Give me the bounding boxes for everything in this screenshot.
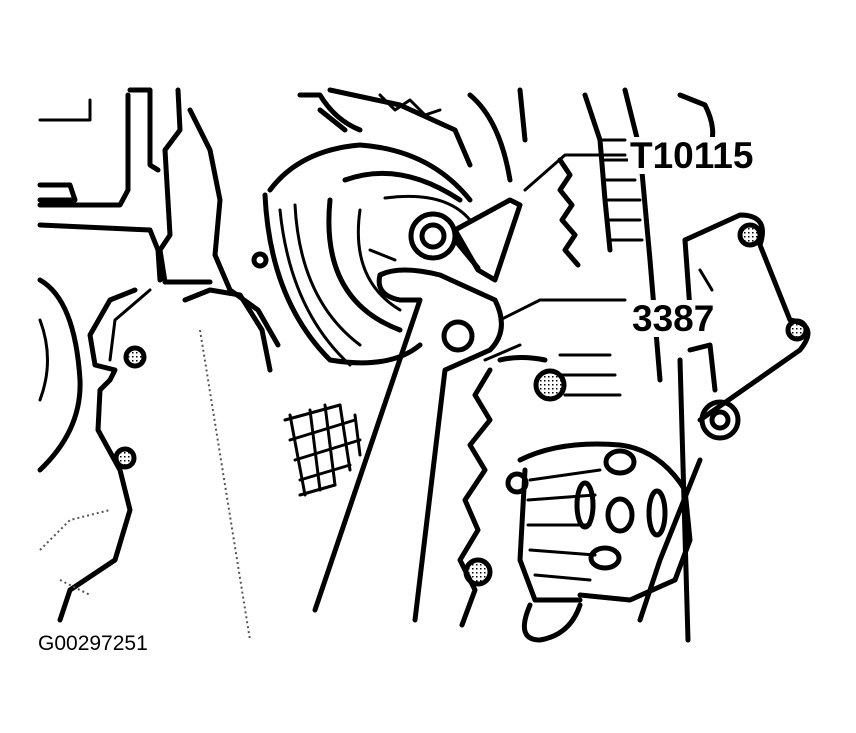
figure-id-label: G00297251: [38, 632, 148, 655]
tool-t10115: [452, 153, 627, 283]
crosshatch-region: [283, 403, 362, 497]
crankshaft-sprocket: [463, 368, 693, 643]
engine-bracket-right: [637, 92, 811, 643]
callout-label-3387: 3387: [630, 298, 717, 339]
tool-3387: [312, 267, 627, 623]
callout-label-t10115: T10115: [628, 135, 756, 176]
engine-block-left: [37, 87, 281, 641]
tensioner-pulley: [251, 87, 528, 367]
